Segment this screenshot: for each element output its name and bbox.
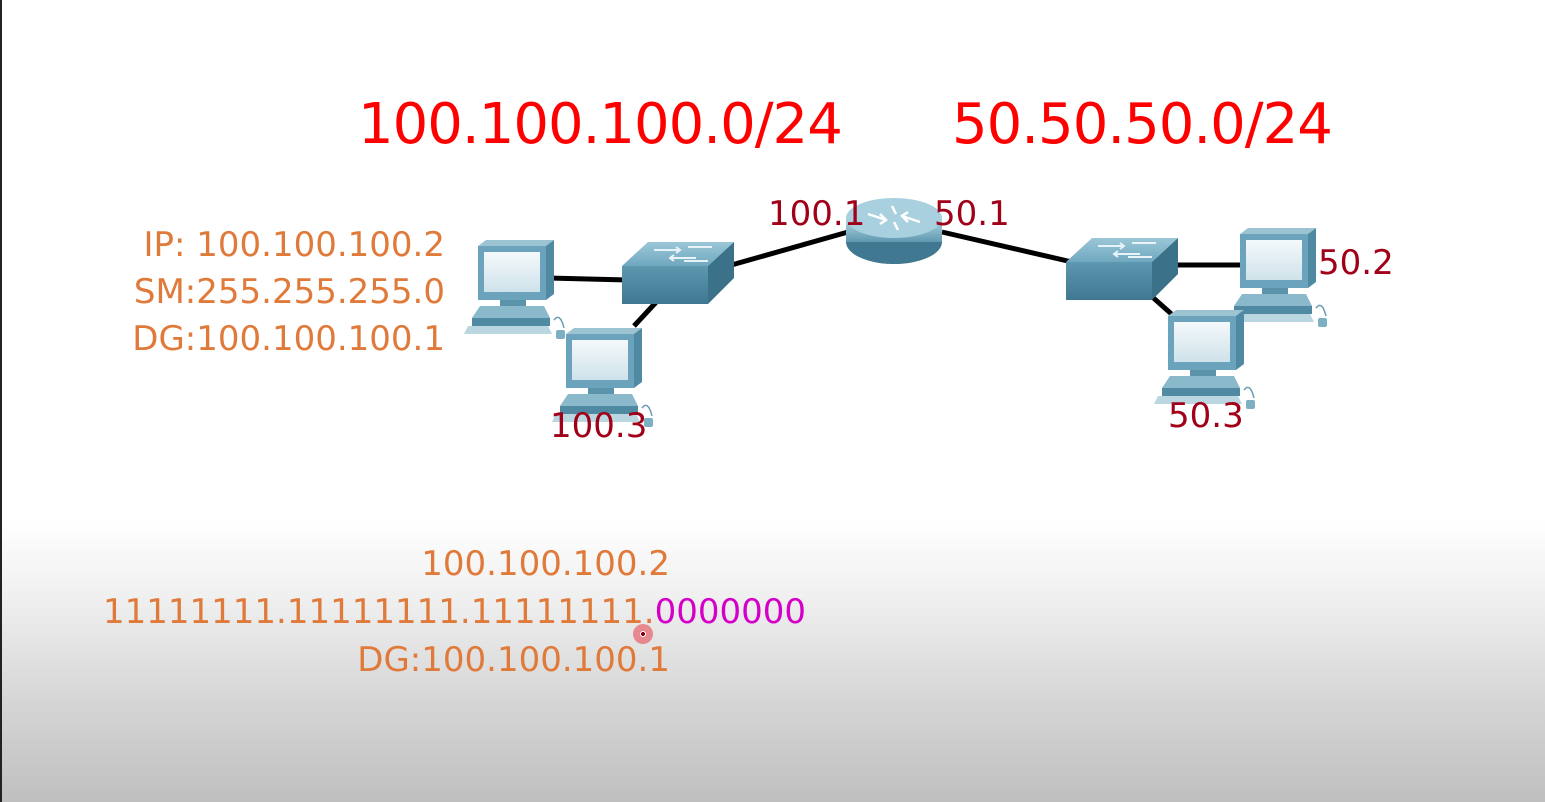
calc-dg-line: DG:100.100.100.1 [357, 640, 670, 680]
calc-mask-line: 11111111.11111111.11111111.0000000 [30, 588, 806, 636]
host-config-block: IP: 100.100.100.2 SM:255.255.255.0 DG:10… [100, 222, 445, 363]
pc-50-2-label: 50.2 [1318, 243, 1394, 283]
subnet-mask-line: SM:255.255.255.0 [133, 272, 445, 312]
switch-icon [1065, 237, 1179, 301]
subnet-right-label: 50.50.50.0/24 [952, 92, 1333, 157]
cable-switch1-router [727, 229, 849, 269]
calc-ip-line: 100.100.100.2 [421, 544, 670, 584]
subnet-left-label: 100.100.100.0/24 [358, 92, 843, 157]
router-icon [846, 198, 942, 264]
default-gateway-line: DG:100.100.100.1 [132, 319, 445, 359]
mask-zeros: 0000000 [654, 592, 806, 632]
mask-ones: 11111111.11111111.11111111. [102, 592, 655, 632]
router-right-interface-label: 50.1 [934, 194, 1010, 234]
pc-100-3-label: 100.3 [550, 406, 648, 446]
pc-icon [463, 239, 566, 340]
pointer-cursor-icon [633, 624, 653, 644]
pc-50-3-label: 50.3 [1168, 396, 1244, 436]
router-left-interface-label: 100.1 [768, 194, 866, 234]
ip-line: IP: 100.100.100.2 [143, 225, 445, 265]
cable-pc1-switch1 [547, 275, 629, 283]
window-edge [0, 0, 2, 802]
cable-router-switch2 [941, 229, 1073, 265]
pc-icon [1153, 309, 1256, 410]
switch-icon [621, 241, 735, 305]
binary-calc-block: 100.100.100.2 11111111.11111111.11111111… [30, 540, 806, 684]
